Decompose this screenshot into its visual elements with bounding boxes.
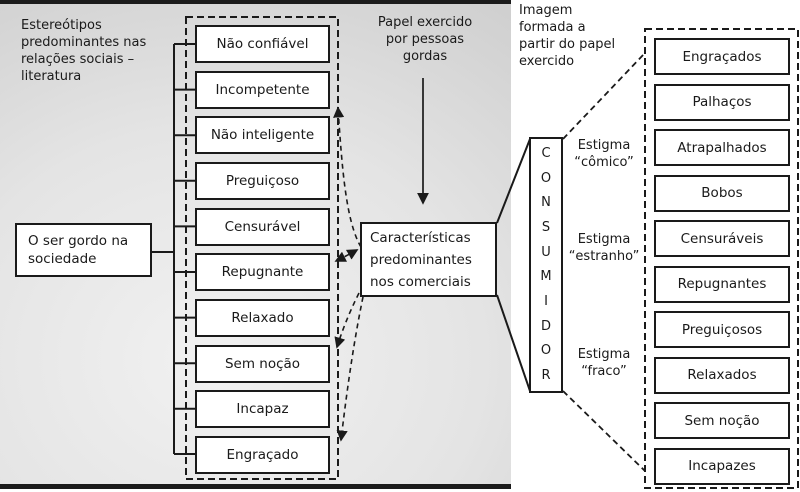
consumer-letter: I — [544, 293, 548, 309]
commercials-box: Características predominantes nos comerc… — [360, 222, 497, 297]
image-box: Engraçados — [654, 38, 790, 75]
arrow-to-repugnante — [334, 249, 359, 262]
consumer-letter: O — [540, 343, 552, 359]
image-heading: Imagem formada a partir do papel exercid… — [519, 3, 616, 69]
stereotype-box: Preguiçoso — [195, 161, 330, 200]
left-dashed-container — [185, 16, 339, 480]
consumer-letter: C — [541, 146, 551, 161]
stereotype-box: Censurável — [195, 207, 330, 246]
stigma-labels: Estigma “cômico” Estigma “estranho” Estigm… — [556, 0, 652, 492]
consumer-letter: N — [541, 195, 551, 211]
stereotype-box: Sem noção — [195, 344, 330, 383]
consumer-letter: D — [540, 318, 551, 334]
role-heading: Papel exercido por pessoas gordas — [377, 15, 473, 64]
stereotype-box: Não confiável — [195, 25, 330, 63]
top-frame-bar — [0, 0, 511, 4]
arrow-to-incompetente — [333, 106, 362, 248]
consumer-letter: U — [541, 244, 551, 260]
stigma-label: Estigma “fraco” — [577, 347, 631, 379]
image-box: Censuráveis — [654, 220, 790, 258]
consumer-letter: S — [541, 219, 551, 235]
image-box: Bobos — [654, 174, 790, 212]
image-box: Palhaços — [654, 83, 790, 121]
stigma-label: Estigma “estranho” — [568, 232, 640, 264]
stereotype-box: Incompetente — [195, 70, 330, 109]
stereotypes-heading: Estereótipos predominantes nas relações … — [21, 18, 147, 84]
society-box: O ser gordo na sociedade — [15, 223, 152, 277]
right-dashed-container — [644, 28, 799, 489]
arrow-to-engracado — [336, 296, 364, 442]
stereotype-box: Incapaz — [195, 390, 330, 429]
funnel-lines — [496, 138, 531, 392]
image-box: Repugnantes — [654, 265, 790, 303]
consumer-letter: R — [541, 367, 551, 383]
consumer-letter: M — [540, 269, 552, 285]
stereotype-box: Engraçado — [195, 435, 330, 474]
stereotype-box: Repugnante — [195, 253, 330, 292]
consumer-letter: O — [540, 170, 552, 186]
image-box: Incapazes — [654, 447, 790, 485]
arrow-to-sem-nocao — [334, 292, 360, 349]
bracket-connector — [152, 43, 196, 455]
consumer-to-images-links — [562, 52, 646, 472]
image-box: Sem noção — [654, 402, 790, 440]
stereotype-box: Relaxado — [195, 298, 330, 337]
bottom-frame-bar — [0, 484, 511, 489]
image-box: Relaxados — [654, 356, 790, 394]
stigma-label: Estigma “cômico” — [574, 138, 634, 170]
stereotype-box: Não inteligente — [195, 116, 330, 155]
image-box: Atrapalhados — [654, 129, 790, 167]
image-box: Preguiçosos — [654, 311, 790, 349]
